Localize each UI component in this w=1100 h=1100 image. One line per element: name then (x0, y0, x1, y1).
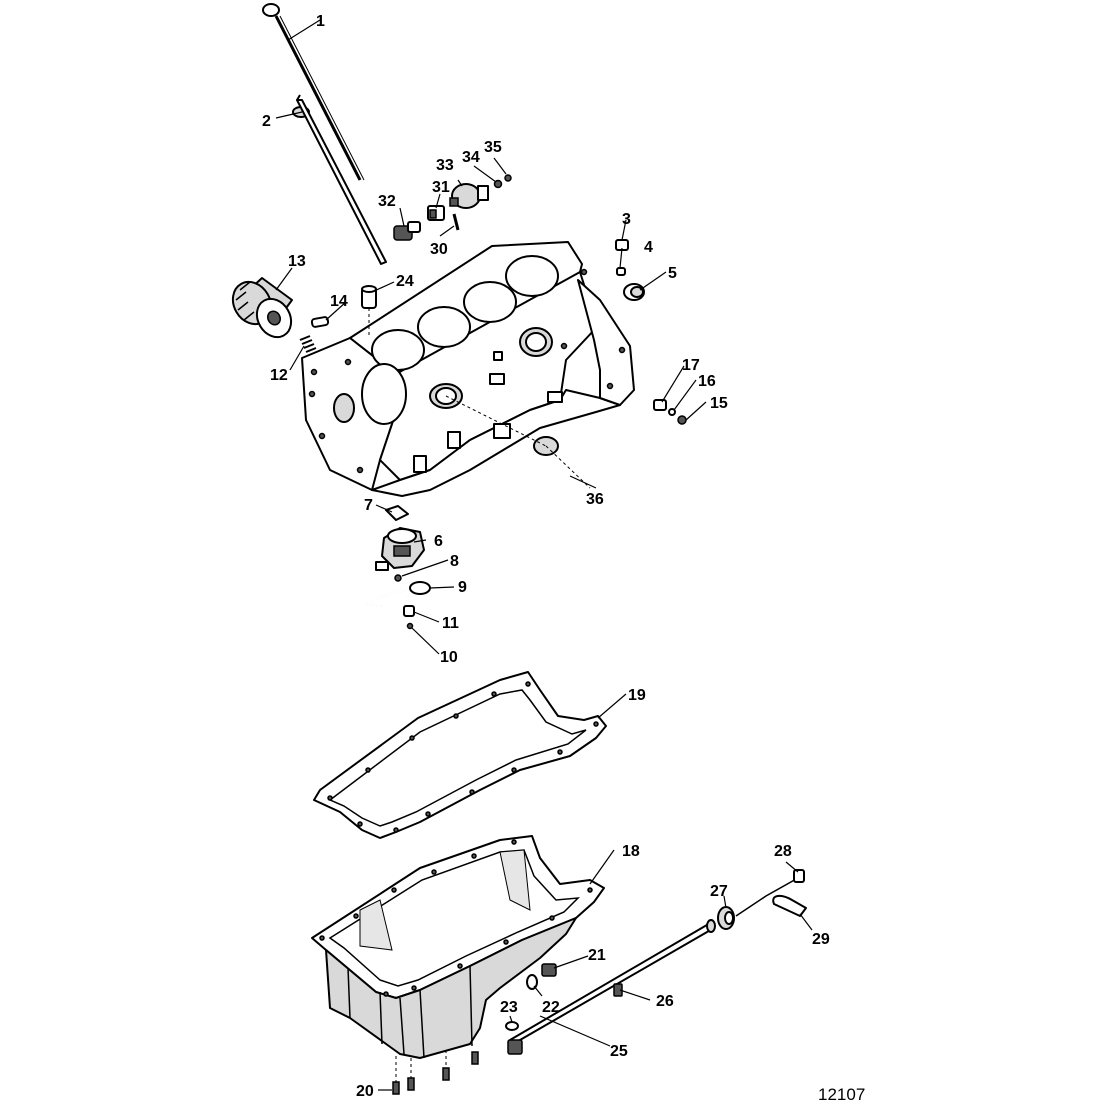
pin-8 (394, 574, 402, 582)
callout-12: 12 (270, 367, 288, 384)
callout-16: 16 (698, 373, 716, 390)
callout-23: 23 (500, 999, 518, 1016)
callout-33: 33 (436, 157, 454, 174)
fitting-28 (793, 869, 805, 883)
washer-34 (493, 179, 503, 189)
screw-15 (677, 415, 687, 425)
pin (310, 316, 330, 328)
callout-32: 32 (378, 193, 396, 210)
spring (299, 335, 317, 353)
callout-36: 36 (586, 491, 604, 508)
callout-5: 5 (668, 265, 677, 282)
callout-20: 20 (356, 1083, 374, 1100)
callout-18: 18 (622, 843, 640, 860)
callout-7: 7 (364, 497, 373, 514)
cap-27 (717, 906, 735, 930)
oil-pan (311, 835, 605, 1059)
tag-29 (772, 894, 807, 917)
drain-plug-21 (541, 963, 557, 977)
screw-35 (504, 174, 512, 182)
callout-4: 4 (644, 239, 653, 256)
pan-bolts-20 (392, 1050, 479, 1095)
clamp-26 (613, 983, 623, 997)
callout-25: 25 (610, 1043, 628, 1060)
dipstick (262, 3, 365, 181)
oil-pan-gasket (313, 671, 607, 839)
washer-23 (505, 1021, 519, 1031)
callout-29: 29 (812, 931, 830, 948)
callout-24: 24 (396, 273, 414, 290)
callout-35: 35 (484, 139, 502, 156)
oil-pump-6 (375, 527, 425, 571)
clip-7 (385, 505, 409, 521)
lanyard-28 (735, 877, 799, 917)
drain-hose-25 (507, 919, 716, 1055)
connector-31 (427, 205, 445, 221)
callout-28: 28 (774, 843, 792, 860)
dowel (361, 285, 377, 309)
stud-30 (452, 213, 460, 231)
callout-10: 10 (440, 649, 458, 666)
callout-21: 21 (588, 947, 606, 964)
callout-27: 27 (710, 883, 728, 900)
dipstick-tube (292, 94, 387, 265)
callout-14: 14 (330, 293, 348, 310)
engine-block (301, 241, 635, 497)
sender-33 (449, 183, 489, 209)
figure-number: 12107 (818, 1085, 865, 1100)
callout-6: 6 (434, 533, 443, 550)
callout-22: 22 (542, 999, 560, 1016)
washer-16 (668, 408, 676, 416)
oil-filter (231, 277, 293, 339)
sensor-32 (393, 221, 421, 241)
leader-lines (275, 19, 813, 1091)
callout-30: 30 (430, 241, 448, 258)
cup-plug-5 (623, 283, 645, 301)
callout-31: 31 (432, 179, 450, 196)
callout-2: 2 (262, 113, 271, 130)
callout-34: 34 (462, 149, 480, 166)
callout-3: 3 (622, 211, 631, 228)
gasket-22 (526, 974, 538, 990)
callouts: 1 2 3 4 5 6 7 8 9 10 11 12 13 14 15 16 1… (262, 13, 830, 1100)
callout-17: 17 (682, 357, 700, 374)
bracket-11 (403, 605, 415, 617)
callout-13: 13 (288, 253, 306, 270)
pickup-tube-9 (365, 581, 431, 607)
callout-9: 9 (458, 579, 467, 596)
callout-1: 1 (316, 13, 325, 30)
plug-17 (653, 399, 667, 411)
callout-15: 15 (710, 395, 728, 412)
callout-8: 8 (450, 553, 459, 570)
nut-10 (406, 622, 414, 630)
plug-4 (616, 267, 626, 276)
callout-26: 26 (656, 993, 674, 1010)
callout-19: 19 (628, 687, 646, 704)
callout-11: 11 (442, 615, 459, 632)
